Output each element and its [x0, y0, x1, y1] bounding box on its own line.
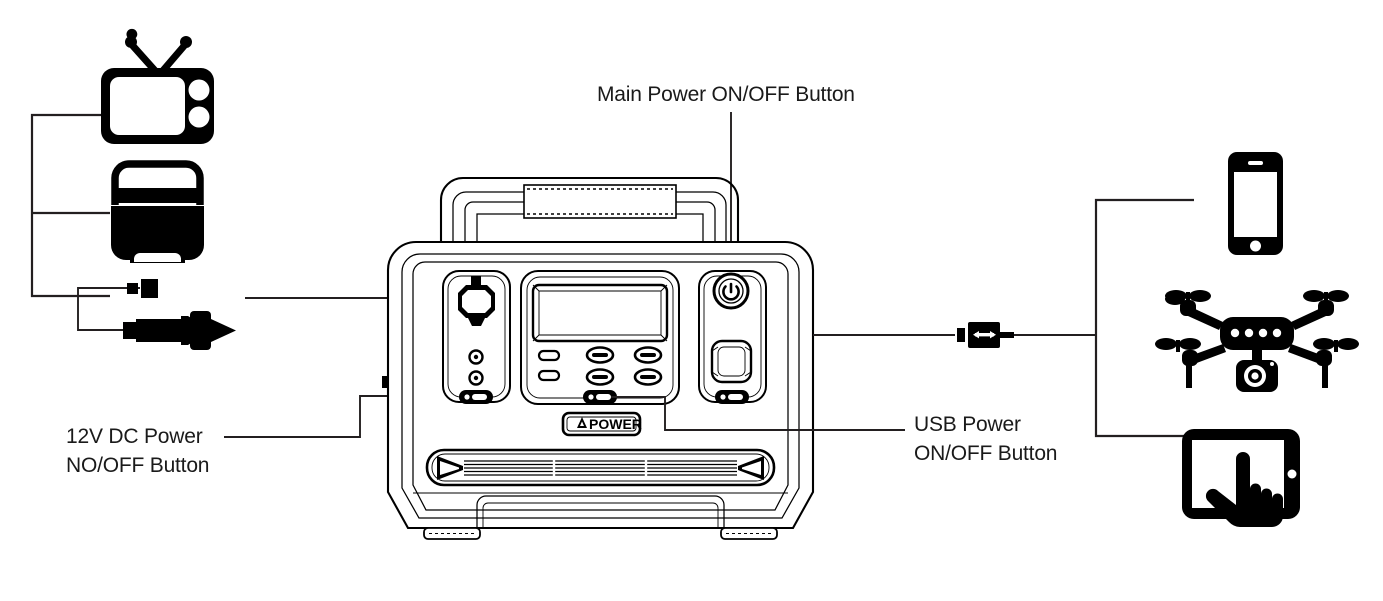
- left-bracket: [30, 113, 110, 298]
- usb-power-callout-line1: USB Power: [914, 413, 1021, 436]
- usb-power-leader-line: [611, 396, 905, 431]
- car-socket-12v[interactable]: [458, 276, 495, 326]
- usb-a-port-2[interactable]: [633, 346, 663, 364]
- brand-badge-text: POWER: [589, 416, 642, 432]
- dc-power-callout-line1: 12V DC Power: [66, 425, 203, 448]
- dc-barrel-port-1[interactable]: [468, 349, 484, 365]
- dc-output-panel: [442, 270, 511, 404]
- vent-dividers: [552, 458, 648, 478]
- dc-barrel-port-2[interactable]: [468, 370, 484, 386]
- left-bracket-to-plug-lead: [77, 287, 140, 331]
- ac-outlet[interactable]: [710, 339, 753, 384]
- dc-power-button[interactable]: [459, 390, 493, 404]
- usb-trident-symbol: [973, 331, 996, 339]
- display-usb-panel: [520, 270, 680, 405]
- side-port-nub: [382, 376, 389, 388]
- unit-base: [413, 492, 788, 540]
- usb-a-port-3[interactable]: [585, 368, 615, 386]
- usb-a-port-1[interactable]: [585, 346, 615, 364]
- handle-grip-pad: [523, 184, 677, 219]
- drone-rotor-rear-right: [1313, 338, 1359, 388]
- handle-grip-texture: [527, 188, 673, 215]
- foot-left: [423, 527, 481, 540]
- usb-c-port-1[interactable]: [537, 349, 561, 362]
- drone-rotor-rear-left: [1155, 338, 1201, 388]
- lcd-display: [531, 283, 669, 343]
- tv-icon: [101, 28, 214, 144]
- main-power-callout: Main Power ON/OFF Button: [597, 83, 855, 106]
- power-symbol-arc: [722, 285, 740, 301]
- carry-handle: [439, 176, 740, 243]
- usb-a-port-4[interactable]: [633, 368, 663, 386]
- brand-mark-cut: [580, 421, 584, 426]
- main-power-button[interactable]: [712, 272, 750, 310]
- usb-c-port-2[interactable]: [537, 369, 561, 382]
- vent-grille: [425, 448, 776, 487]
- usb-power-button[interactable]: [583, 390, 617, 404]
- drone-rotor-front-left: [1165, 290, 1211, 316]
- brand-badge: POWER: [561, 411, 642, 437]
- smartphone-icon: [1228, 152, 1283, 255]
- usb-plug-icon: [957, 322, 1014, 348]
- cooler-icon: [111, 160, 204, 263]
- usb-power-callout-line2: ON/OFF Button: [914, 442, 1057, 465]
- dc-power-callout-line2: NO/OFF Button: [66, 454, 209, 477]
- tablet-touch-icon: [1182, 429, 1300, 527]
- vent-slats: [464, 460, 737, 476]
- pointing-hand: [1205, 452, 1283, 527]
- car-12v-plug-icon: [123, 279, 236, 350]
- ac-power-button[interactable]: [715, 390, 749, 404]
- drone-icon: [1155, 290, 1359, 392]
- right-bracket: [1094, 198, 1194, 438]
- drone-rotor-front-right: [1303, 290, 1349, 316]
- drone-body-lights: [1230, 328, 1282, 338]
- power-station-unit: POWER: [382, 176, 815, 540]
- ac-power-panel: [698, 270, 767, 404]
- foot-right: [720, 527, 778, 540]
